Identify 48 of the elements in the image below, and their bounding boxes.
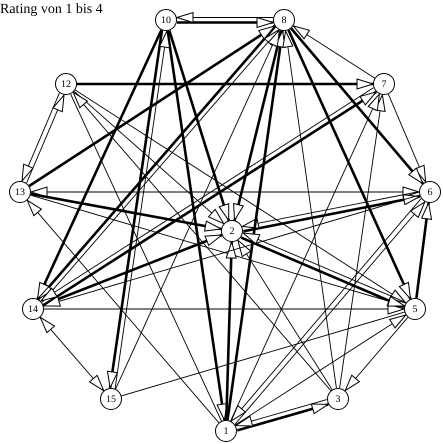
graph-node: 1 [215, 420, 237, 442]
arrow [30, 186, 420, 198]
arrow [28, 24, 276, 188]
arrow [36, 29, 163, 300]
arrow [177, 17, 274, 28]
arrow [236, 403, 329, 432]
arrow [388, 94, 426, 182]
graph-node: 2 [221, 220, 243, 242]
arrow [344, 316, 408, 392]
arrow [168, 30, 230, 221]
arrow [339, 94, 386, 389]
graph-node: 14 [22, 298, 44, 320]
arrow [115, 30, 280, 390]
arrow [235, 399, 328, 426]
graph-node: 7 [373, 73, 395, 95]
arrow [225, 242, 237, 420]
arrow [114, 30, 170, 389]
graph-node: 13 [9, 181, 31, 203]
arrow [290, 28, 424, 184]
graph-node: 5 [404, 298, 426, 320]
arrow [42, 234, 222, 306]
graph-node: 8 [273, 9, 295, 31]
arrow [230, 94, 380, 422]
arrow [166, 30, 228, 421]
chart-title: Rating von 1 bis 4 [0, 2, 103, 18]
arrow [226, 30, 286, 420]
arrow [77, 78, 374, 90]
arrow [233, 30, 283, 221]
arrow [292, 25, 376, 79]
graph-node: 3 [327, 388, 349, 410]
arrow [44, 304, 404, 314]
arrow [74, 90, 224, 224]
arrow [237, 240, 333, 390]
graph-node: 10 [155, 9, 177, 31]
arrow [287, 29, 412, 300]
arrow [234, 314, 406, 426]
arrow [40, 316, 104, 392]
arrow [415, 202, 432, 298]
arrow [72, 92, 332, 392]
arrow [176, 12, 274, 23]
graph-node: 6 [419, 181, 441, 203]
arrow [26, 200, 220, 424]
arrow [106, 30, 164, 388]
arrow [74, 90, 406, 304]
arrow [30, 192, 222, 232]
arrow [282, 30, 337, 389]
graph-node: 12 [55, 73, 77, 95]
graph-node: 15 [100, 388, 122, 410]
